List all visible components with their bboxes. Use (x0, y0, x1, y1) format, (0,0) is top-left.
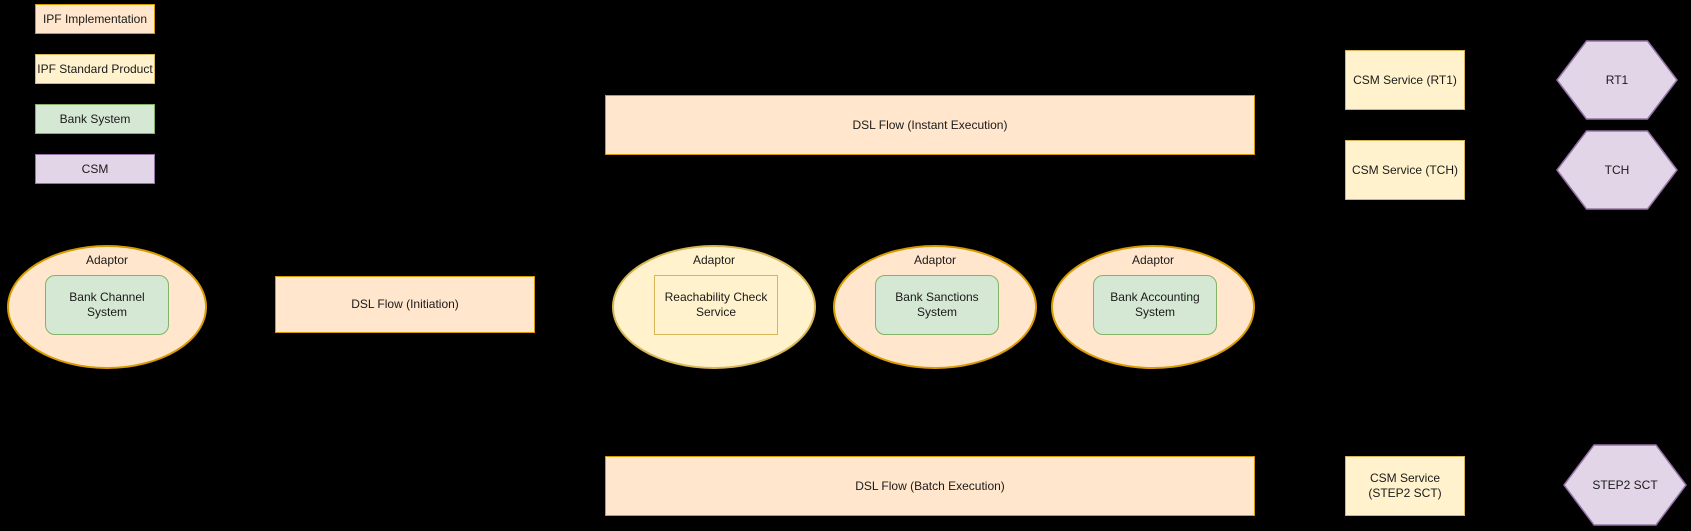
dsl-flow-batch-execution: DSL Flow (Batch Execution) (605, 456, 1255, 516)
bank-channel-system-node: Bank Channel System (45, 275, 169, 335)
hexagon-tch: TCH (1556, 130, 1678, 210)
bank-accounting-system-node: Bank Accounting System (1093, 275, 1217, 335)
adaptor-label: Adaptor (1131, 253, 1175, 267)
csm-service-tch: CSM Service (TCH) (1345, 140, 1465, 200)
dsl-flow-instant-execution: DSL Flow (Instant Execution) (605, 95, 1255, 155)
adaptor-label: Adaptor (692, 253, 736, 267)
hexagon-rt1: RT1 (1556, 40, 1678, 120)
hexagon-shape-icon (1556, 130, 1678, 210)
hexagon-shape-icon (1563, 444, 1687, 526)
hexagon-label: TCH (1604, 163, 1630, 177)
hexagon-step2-sct: STEP2 SCT (1563, 444, 1687, 526)
adaptor-ellipse-reachability-check: Adaptor Reachability Check Service (612, 245, 816, 369)
adaptor-ellipse-bank-channel: Adaptor Bank Channel System (7, 245, 207, 369)
legend-bank-system: Bank System (35, 104, 155, 134)
adaptor-ellipse-bank-sanctions: Adaptor Bank Sanctions System (833, 245, 1037, 369)
dsl-flow-initiation: DSL Flow (Initiation) (275, 276, 535, 333)
reachability-check-service-node: Reachability Check Service (654, 275, 778, 335)
hexagon-label: RT1 (1605, 73, 1629, 87)
csm-service-rt1: CSM Service (RT1) (1345, 50, 1465, 110)
csm-service-step2-sct: CSM Service (STEP2 SCT) (1345, 456, 1465, 516)
hexagon-label: STEP2 SCT (1592, 478, 1658, 492)
adaptor-ellipse-bank-accounting: Adaptor Bank Accounting System (1051, 245, 1255, 369)
adaptor-label: Adaptor (913, 253, 957, 267)
legend-csm: CSM (35, 154, 155, 184)
hexagon-shape-icon (1556, 40, 1678, 120)
adaptor-label: Adaptor (85, 253, 129, 267)
legend-ipf-implementation: IPF Implementation (35, 4, 155, 34)
bank-sanctions-system-node: Bank Sanctions System (875, 275, 999, 335)
legend-ipf-standard-product: IPF Standard Product (35, 54, 155, 84)
